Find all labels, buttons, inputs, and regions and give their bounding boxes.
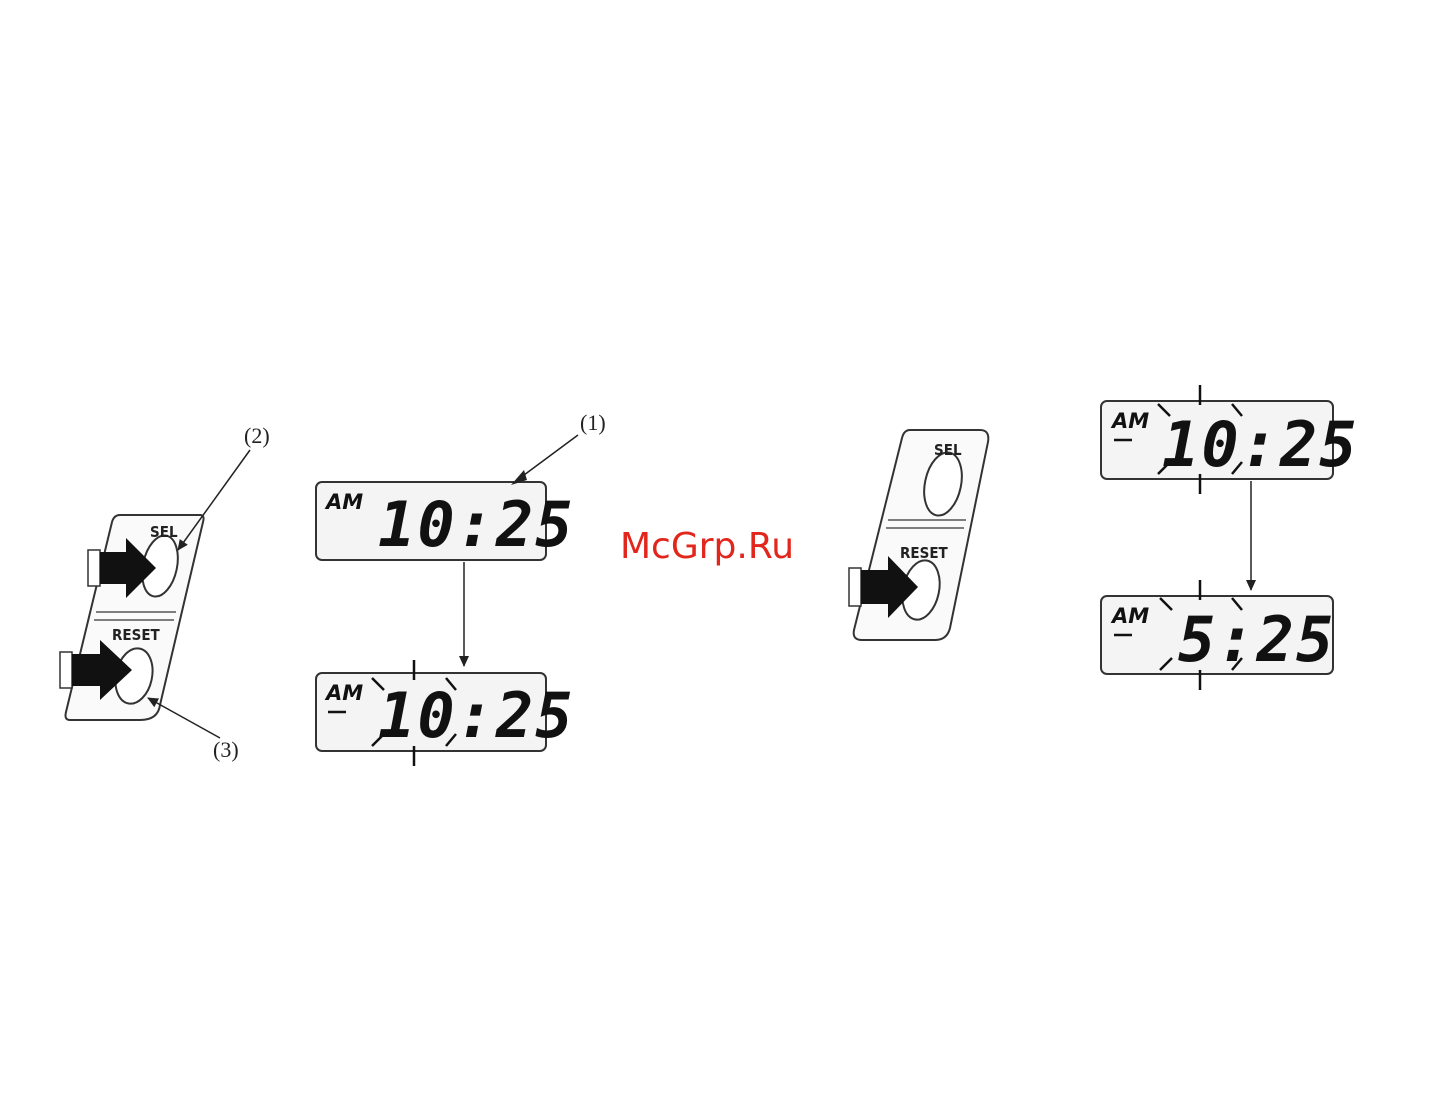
time-readout: 5:25 (1178, 603, 1335, 676)
callout-1: (1) (580, 410, 606, 435)
ampm-indicator: AM (1110, 409, 1149, 433)
ampm-indicator: AM (324, 490, 363, 514)
time-readout: 10:25 (1162, 408, 1359, 481)
sel-button-label: SEL (934, 441, 962, 459)
sel-button-label: SEL (150, 523, 178, 541)
lcd-display-right-bottom: AM 5:25 (1101, 580, 1335, 690)
lcd-display-right-top: AM 10:25 (1101, 385, 1359, 494)
callout-2: (2) (244, 423, 270, 448)
callout-3: (3) (213, 737, 239, 762)
time-readout: 10:25 (378, 488, 575, 561)
time-readout: 10:25 (378, 679, 575, 752)
callout-1-leader (520, 435, 578, 478)
watermark-text: McGrp.Ru (620, 526, 794, 567)
ampm-indicator: AM (1110, 604, 1149, 628)
lcd-display-left-bottom: AM 10:25 (316, 660, 575, 766)
watch-panel-right: SEL RESET (849, 430, 988, 640)
reset-button-label: RESET (112, 626, 161, 644)
lcd-display-left-top: AM 10:25 (316, 482, 575, 561)
ampm-indicator: AM (324, 681, 363, 705)
reset-button-label: RESET (900, 544, 949, 562)
watch-panel-left: SEL RESET (2) (3) (60, 423, 270, 762)
